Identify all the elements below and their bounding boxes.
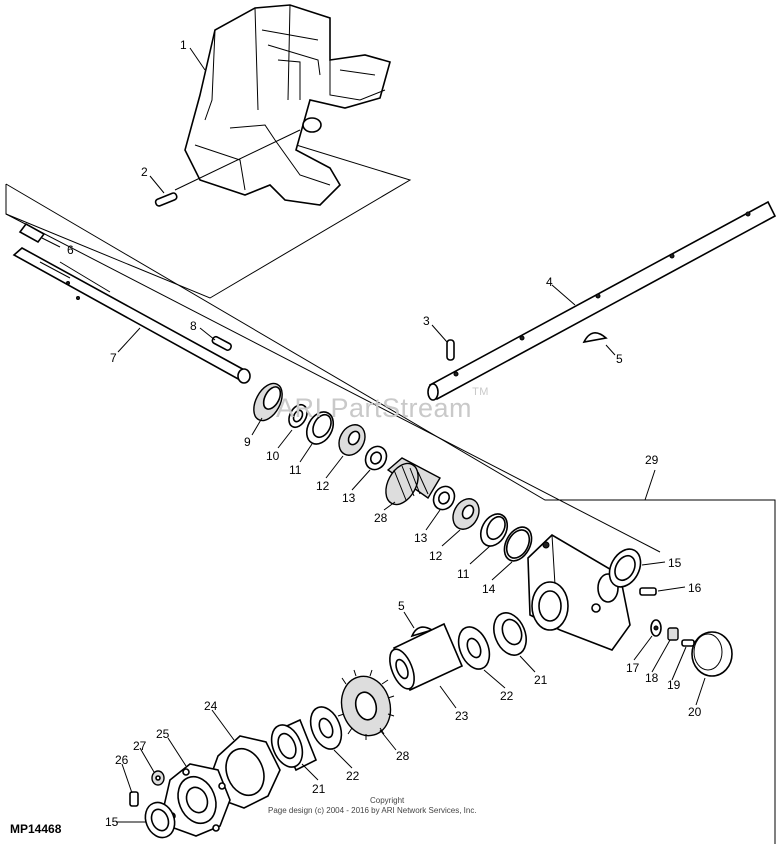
part-10-spacer (288, 403, 308, 429)
callout-28-lower: 28 (396, 749, 410, 763)
copyright-line: Page design (c) 2004 - 2016 by ARI Netwo… (268, 806, 477, 815)
callout-12-lower: 12 (429, 549, 443, 563)
part-12-bearing-cone-upper (338, 424, 366, 456)
callout-17: 17 (626, 661, 640, 675)
callout-15-upper: 15 (668, 556, 682, 570)
part-14-gasket (503, 526, 533, 562)
callout-9: 9 (244, 435, 251, 449)
part-18-nut (667, 627, 679, 641)
callout-29: 29 (645, 453, 659, 467)
callout-11-upper: 11 (289, 463, 302, 477)
callout-labels: 1 2 3 4 5 5 6 7 8 9 10 11 11 12 12 13 13… (67, 38, 702, 829)
callout-27: 27 (133, 739, 147, 753)
callout-13-upper: 13 (342, 491, 356, 505)
part-11-bearing-cup-lower (479, 513, 509, 547)
callout-22-lower: 22 (346, 769, 360, 783)
diagram-code: MP14468 (10, 822, 62, 836)
watermark: ARI PartStreamTM (276, 386, 489, 423)
callout-20: 20 (688, 705, 702, 719)
callout-3: 3 (423, 314, 430, 328)
callout-2: 2 (141, 165, 148, 179)
part-26-screw (129, 791, 139, 807)
callout-10: 10 (266, 449, 280, 463)
part-11-bearing-cup-upper (305, 411, 335, 445)
part-21-bushing-lower (270, 718, 318, 772)
part-19-screw (681, 639, 695, 647)
part-1-auger-housing (174, 4, 391, 206)
part-8-key (211, 335, 232, 351)
part-28-worm-gear (337, 669, 395, 740)
callout-16: 16 (688, 581, 702, 595)
part-27-nut (151, 770, 165, 786)
callout-5-lower: 5 (398, 599, 405, 613)
callout-4: 4 (546, 275, 553, 289)
callout-25: 25 (156, 727, 170, 741)
copyright-title: Copyright (370, 796, 405, 805)
part-7-input-shaft (12, 247, 251, 384)
part-5-key-upper (582, 332, 608, 344)
callout-7: 7 (110, 351, 117, 365)
callout-26: 26 (115, 753, 129, 767)
part-13-collar-lower (432, 485, 456, 511)
callout-12-upper: 12 (316, 479, 330, 493)
callout-18: 18 (645, 671, 659, 685)
callout-23: 23 (455, 709, 469, 723)
part-22-thrust-washer-upper (457, 626, 491, 670)
part-4-auger-shaft (427, 200, 777, 401)
part-9-coupling (253, 382, 283, 422)
callout-21-upper: 21 (534, 673, 548, 687)
callout-8: 8 (190, 319, 197, 333)
callout-1: 1 (180, 38, 187, 52)
callout-11-lower: 11 (457, 567, 470, 581)
group-bracket-upper (5, 139, 412, 299)
part-13-collar-upper (364, 445, 388, 471)
callout-22-upper: 22 (500, 689, 514, 703)
callout-5-upper: 5 (616, 352, 623, 366)
part-17-washer (650, 619, 662, 637)
part-12-bearing-cone-lower (452, 498, 480, 530)
part-2-pin (154, 192, 178, 207)
callout-6: 6 (67, 243, 74, 257)
group-bracket-29 (5, 183, 776, 844)
part-23-sleeve (389, 622, 464, 692)
part-16-grease-fitting (639, 587, 657, 596)
part-15-seal-lower (144, 801, 176, 839)
gearcase-housing (527, 534, 631, 651)
callout-24: 24 (204, 699, 218, 713)
callout-15-lower: 15 (105, 815, 119, 829)
callout-21-lower: 21 (312, 782, 326, 796)
callout-13-lower: 13 (414, 531, 428, 545)
callout-19: 19 (667, 678, 681, 692)
part-3-pin (446, 339, 455, 361)
part-25-bearing-cover (163, 763, 231, 837)
part-22-thrust-washer-lower (309, 706, 343, 750)
part-21-bushing-upper (493, 612, 527, 656)
leader-lines (41, 47, 706, 823)
part-6-key (18, 222, 46, 244)
callout-14: 14 (482, 582, 496, 596)
callout-28-upper: 28 (374, 511, 388, 525)
part-15-seal-upper (608, 548, 642, 588)
part-28-worm (385, 457, 441, 506)
part-20-cap (691, 631, 733, 677)
